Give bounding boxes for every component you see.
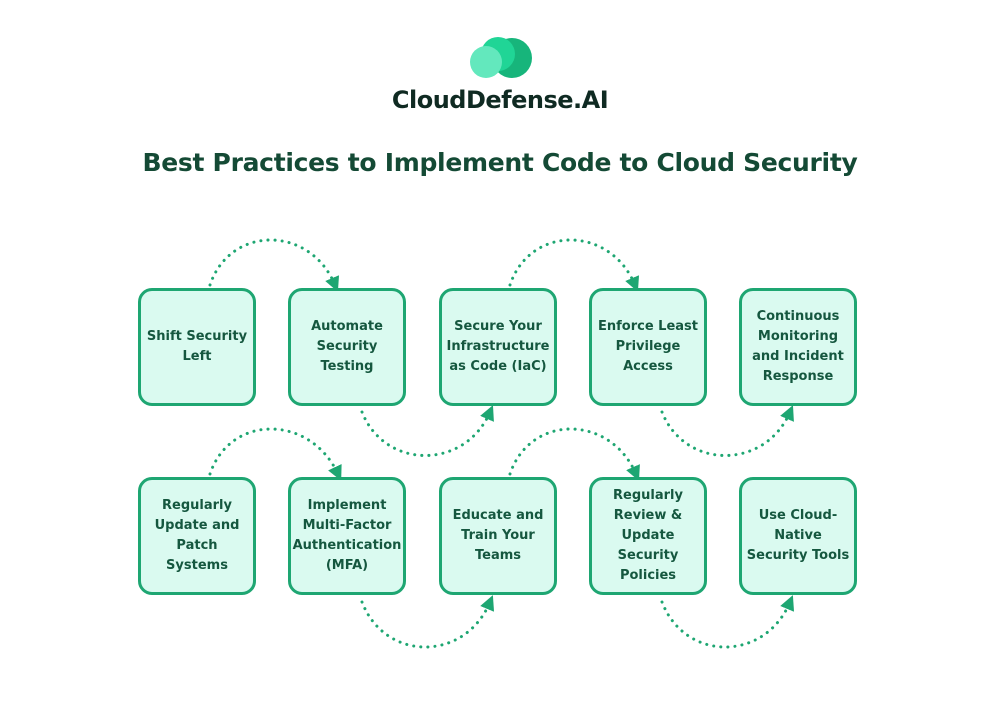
step-box: Regularly Review & Update Security Polic… — [589, 477, 707, 595]
step-label: Educate and Train Your Teams — [452, 508, 544, 563]
arrow-1-2 — [208, 238, 340, 292]
arrow-9-10 — [660, 595, 795, 649]
step-label: Implement Multi-Factor Authentication (M… — [292, 498, 402, 573]
step-box: Shift Security Left — [138, 288, 256, 406]
step-label: Enforce Least Privilege Access — [597, 319, 698, 374]
step-box: Secure Your Infrastructure as Code (IaC) — [439, 288, 557, 406]
arrow-7-8 — [360, 595, 495, 649]
step-label: Regularly Update and Patch Systems — [154, 498, 240, 573]
step-box: Enforce Least Privilege Access — [589, 288, 707, 406]
brand-name: CloudDefense.AI — [391, 86, 609, 114]
arrow-6-7 — [208, 427, 342, 481]
step-box: Continuous Monitoring and Incident Respo… — [739, 288, 857, 406]
step-label: Automate Security Testing — [311, 319, 383, 374]
cloud-logo-icon — [470, 37, 532, 78]
arrow-3-4 — [508, 238, 640, 292]
step-box: Educate and Train Your Teams — [439, 477, 557, 595]
step-label: Regularly Review & Update Security Polic… — [613, 488, 683, 583]
arrow-2-3 — [360, 405, 494, 457]
step-label: Secure Your Infrastructure as Code (IaC) — [446, 319, 550, 374]
arrow-8-9 — [508, 427, 640, 481]
step-label: Continuous Monitoring and Incident Respo… — [752, 309, 844, 384]
step-box: Use Cloud-Native Security Tools — [739, 477, 857, 595]
arrow-4-5 — [660, 405, 794, 457]
step-box: Implement Multi-Factor Authentication (M… — [288, 477, 406, 595]
step-box: Automate Security Testing — [288, 288, 406, 406]
step-label: Shift Security Left — [146, 329, 248, 364]
step-box: Regularly Update and Patch Systems — [138, 477, 256, 595]
page-title: Best Practices to Implement Code to Clou… — [142, 148, 858, 177]
step-label: Use Cloud-Native Security Tools — [746, 508, 850, 563]
